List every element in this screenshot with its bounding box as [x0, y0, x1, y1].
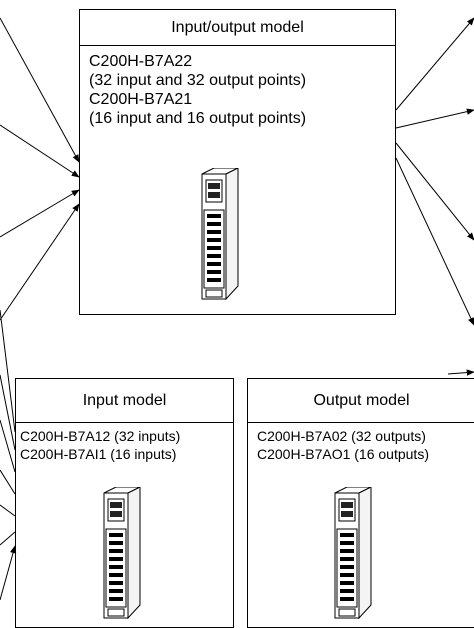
- output-model-line: C200H-B7A02 (32 outputs): [257, 428, 426, 444]
- connector-arrow: [0, 531, 16, 546]
- connector-arrow: [0, 504, 16, 517]
- connector-arrow: [0, 469, 16, 495]
- io-model-title: Input/output model: [80, 10, 395, 46]
- connector-arrow: [395, 17, 474, 111]
- connector-arrow: [0, 189, 80, 238]
- terminal-block-unit-icon: [334, 487, 372, 620]
- connector-arrow: [0, 17, 80, 163]
- output-model-line: C200H-B7AO1 (16 outputs): [257, 446, 429, 462]
- input-model-box: Input model C200H-B7A12 (32 inputs) C200…: [15, 378, 234, 628]
- io-model-box: Input/output model C200H-B7A22 (32 input…: [79, 9, 396, 315]
- connector-arrow: [395, 142, 474, 241]
- io-model-line: C200H-B7A22: [89, 53, 193, 70]
- connector-arrow: [0, 124, 80, 178]
- connector-arrow: [0, 545, 17, 601]
- input-model-line: C200H-B7AI1 (16 inputs): [20, 446, 177, 462]
- connector-arrow: [0, 203, 80, 321]
- io-model-line: (16 input and 16 output points): [89, 110, 307, 127]
- connector-arrow: [395, 157, 474, 326]
- connector-arrow: [447, 369, 474, 376]
- connector-arrow: [395, 108, 474, 129]
- input-model-line: C200H-B7A12 (32 inputs): [20, 428, 181, 444]
- connector-arrow: [0, 309, 16, 433]
- input-model-title: Input model: [16, 379, 233, 423]
- connector-arrow: [0, 374, 16, 451]
- connector-arrow: [0, 419, 16, 473]
- io-model-line: (32 input and 32 output points): [89, 72, 307, 89]
- output-model-box: Output model C200H-B7A02 (32 outputs) C2…: [247, 378, 474, 628]
- io-model-line: C200H-B7A21: [89, 91, 193, 108]
- terminal-block-unit-icon: [103, 487, 141, 620]
- output-model-title: Output model: [248, 379, 474, 423]
- terminal-block-unit-icon: [201, 168, 239, 301]
